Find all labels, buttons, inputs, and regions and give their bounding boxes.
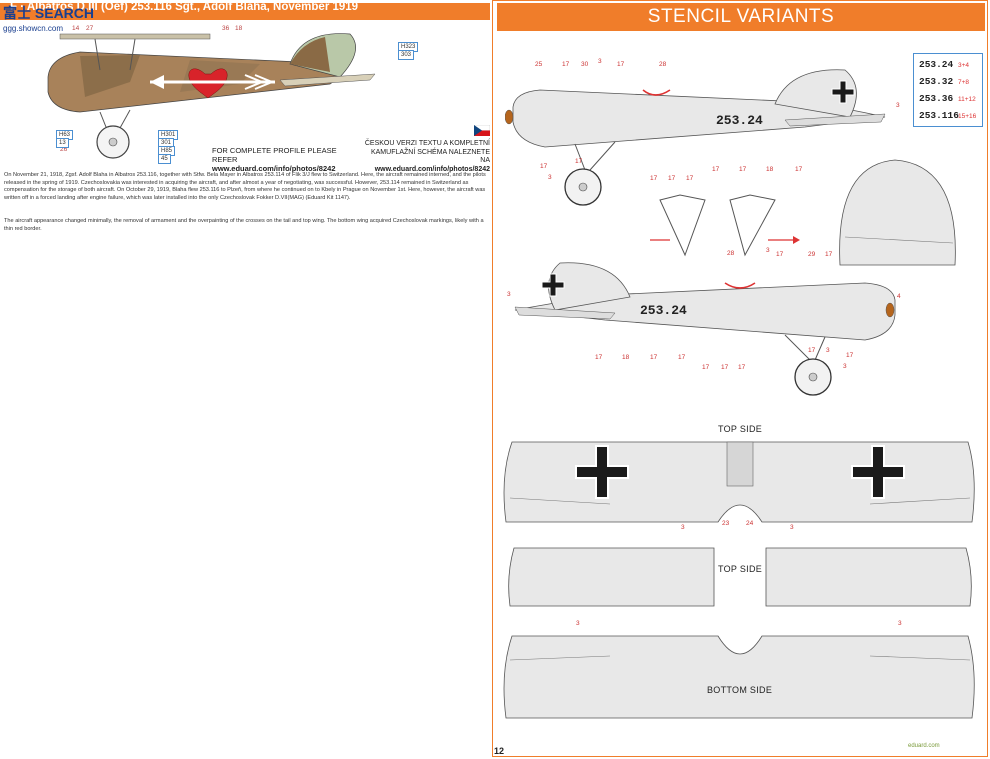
history-paragraph-1: On November 21, 1918, Zgsf. Adolf Blaha …: [4, 172, 486, 201]
callout-18: 18: [235, 25, 243, 32]
stencil-callout: 3: [598, 58, 602, 65]
reg-code: 253.36: [919, 93, 954, 104]
czech-flag-icon: [474, 125, 490, 136]
stencil-callout: 17: [825, 251, 833, 258]
fuselage-serial-top: 253.24: [716, 113, 763, 128]
stencil-callout: 17: [575, 158, 583, 165]
stencil-callout: 3: [843, 363, 847, 370]
lower-wing-top-plan: [508, 547, 972, 607]
stencil-callout: 17: [846, 352, 854, 359]
ref-cz-url[interactable]: www.eduard.com/info/photos/8242: [374, 165, 490, 173]
reg-code: 253.116: [919, 110, 959, 121]
profile-reference-en: FOR COMPLETE PROFILE PLEASE REFER www.ed…: [212, 146, 362, 173]
callout-36: 36: [222, 25, 230, 32]
ref-en-url[interactable]: www.eduard.com/info/photos/8242: [212, 164, 336, 173]
stencil-callout: 3: [826, 347, 830, 354]
label-bottom-side: BOTTOM SIDE: [707, 685, 773, 695]
stencil-callout: 3: [507, 291, 511, 298]
stencil-callout: 17: [808, 347, 816, 354]
history-paragraph-2: The aircraft appearance changed minimall…: [4, 218, 484, 232]
ref-cz-line: ČESKOU VERZI TEXTU A KOMPLETNÍ: [364, 140, 490, 147]
stencil-callout: 30: [581, 61, 589, 68]
footer-logo: eduard.com: [908, 743, 940, 749]
stencil-callout: 17: [678, 354, 686, 361]
wing-callout: 23: [722, 520, 730, 527]
wing-callout: 3: [898, 620, 902, 627]
stencil-callout: 28: [659, 61, 667, 68]
ref-cz-line: KAMUFLAŽNÍ SCHÉMA NALEZNETE NA: [370, 148, 490, 165]
stencil-callout: 17: [739, 166, 747, 173]
stencil-callout: 18: [622, 354, 630, 361]
stencil-callout: 17: [617, 61, 625, 68]
profile-title: F · Albatros D.III (Oef) 253.116 Sgt., A…: [10, 1, 359, 13]
cabane-struts-diagram: [650, 194, 800, 257]
stencil-callout: 17: [795, 166, 803, 173]
callout-27: 27: [86, 25, 94, 32]
wing-callout: 3: [681, 524, 685, 531]
profile-header-bar: [0, 3, 490, 20]
wing-callout: 24: [746, 520, 754, 527]
watermark-url: ggg.showcn.com: [3, 24, 64, 33]
profile-reference-cz: ČESKOU VERZI TEXTU A KOMPLETNÍ KAMUFLAŽN…: [362, 140, 490, 174]
stencil-callout: 4: [897, 293, 901, 300]
color-tag-303: 303: [398, 50, 415, 60]
stencil-callout: 18: [766, 166, 774, 173]
stencil-panel-frame: [492, 0, 988, 757]
stencil-callout: 3: [548, 174, 552, 181]
fuselage-serial-bottom: 253.24: [640, 303, 687, 318]
reg-code: 253.24: [919, 59, 954, 70]
fuselage-left-view: [514, 262, 896, 396]
color-tag-45: 45: [158, 154, 171, 164]
registration-table: 253.24 3+4 253.32 7+8 253.36 11+12 253.1…: [913, 53, 983, 127]
stencil-callout: 17: [712, 166, 720, 173]
stencil-callout: 17: [721, 364, 729, 371]
stencil-callout: 17: [540, 163, 548, 170]
stencil-callout: 17: [650, 175, 658, 182]
label-top-side-1: TOP SIDE: [718, 424, 763, 434]
wing-callout: 3: [576, 620, 580, 627]
reg-decals: 11+12: [958, 96, 976, 103]
stencil-callout: 3: [766, 247, 770, 254]
stencil-callout: 17: [668, 175, 676, 182]
stencil-callout: 25: [535, 61, 543, 68]
page-number: 12: [494, 746, 505, 756]
watermark-logo: 富士 SEARCH: [3, 5, 95, 21]
reg-decals: 3+4: [958, 62, 970, 69]
label-top-side-2: TOP SIDE: [718, 564, 763, 574]
stencil-callout: 17: [738, 364, 746, 371]
stencil-callout: 17: [776, 251, 784, 258]
callout-14: 14: [72, 25, 80, 32]
upper-wing-top-plan: [503, 441, 975, 523]
reg-decals: 7+8: [958, 79, 970, 86]
upper-wing-tip-plan: [839, 159, 956, 266]
color-tag-13: 13: [56, 138, 69, 148]
stencil-callout: 17: [702, 364, 710, 371]
stencil-callout: 3: [896, 102, 900, 109]
stencil-callout: 28: [727, 250, 735, 257]
wing-bottom-plan: [503, 635, 975, 719]
stencil-callout: 17: [562, 61, 570, 68]
stencil-callout: 17: [595, 354, 603, 361]
albatros-side-profile: [47, 33, 376, 159]
callout-26: 26: [60, 146, 68, 153]
stencil-callout: 17: [686, 175, 694, 182]
ref-en-line: FOR COMPLETE PROFILE PLEASE REFER: [212, 146, 337, 164]
reg-decals: 15+16: [958, 113, 977, 120]
stencil-callout: 29: [808, 251, 816, 258]
reg-code: 253.32: [919, 76, 954, 87]
wing-callout: 3: [790, 524, 794, 531]
stencil-title: STENCIL VARIANTS: [647, 6, 835, 27]
stencil-header-bar: [497, 3, 985, 31]
fuselage-right-view: [505, 69, 886, 206]
stencil-callout: 17: [650, 354, 658, 361]
